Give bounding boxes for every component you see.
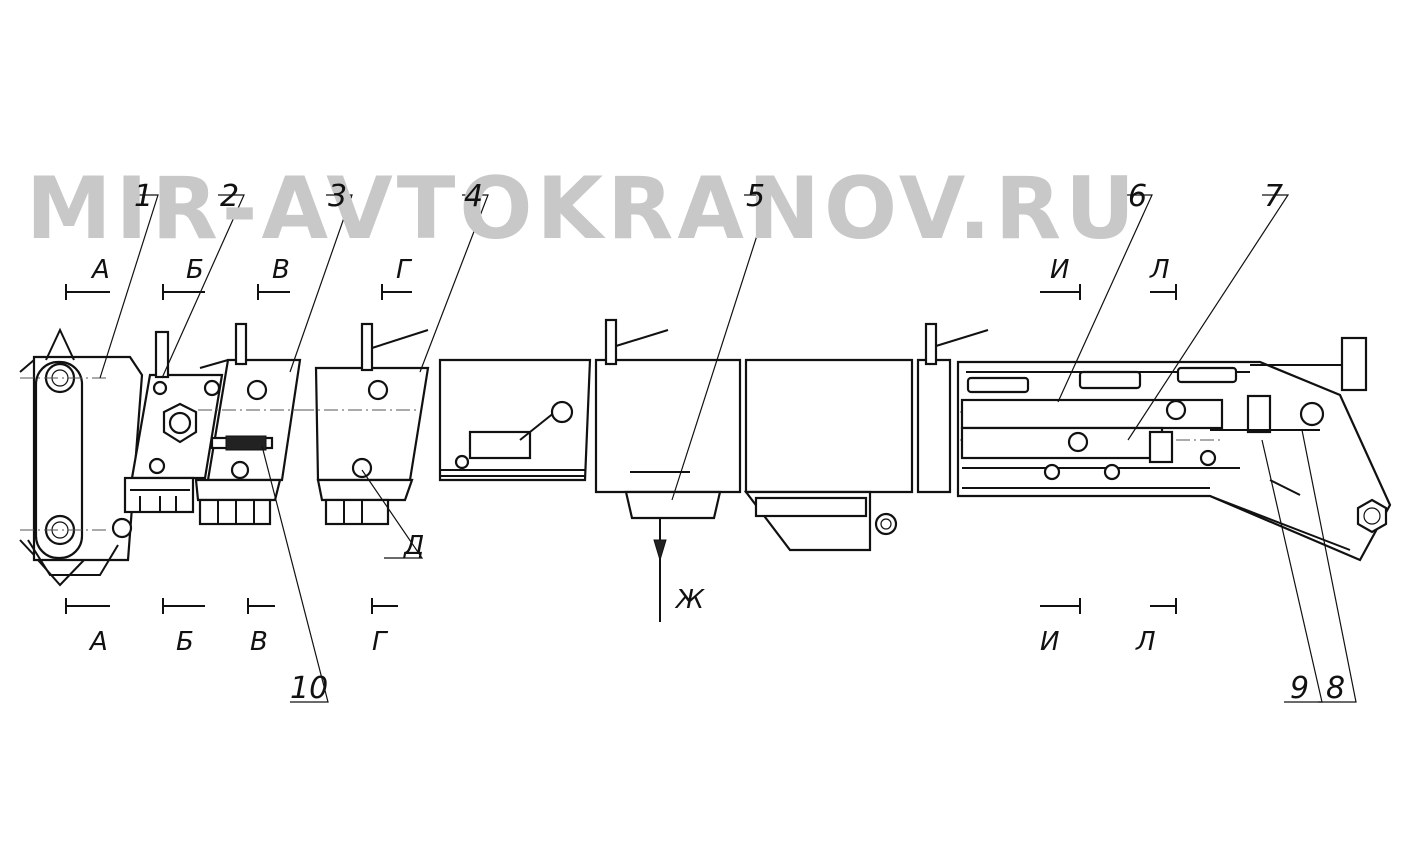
- callout-5: 5: [746, 179, 765, 214]
- section-top-i: И: [1050, 255, 1069, 285]
- boom-section-4: [300, 322, 430, 526]
- boom-section-2: [123, 330, 224, 514]
- section-bottom-a: А: [88, 627, 108, 657]
- section-top-b: Б: [186, 255, 204, 285]
- section-top-l: Л: [1149, 255, 1170, 285]
- section-bottom-l: Л: [1135, 627, 1156, 657]
- section-letters-top: А Б В Г И Л: [90, 255, 1170, 285]
- section-bottom-v: В: [250, 627, 268, 657]
- boom-head: [19, 327, 144, 587]
- callout-numbers: 1 2 3 4 5 6 7 8 9 10: [134, 179, 1345, 706]
- boom-outer-tube: [438, 318, 989, 622]
- boom-section-3: [194, 322, 330, 526]
- view-label-zh: Ж: [674, 585, 705, 615]
- section-bottom-b: Б: [176, 627, 194, 657]
- section-bottom-i: И: [1040, 627, 1059, 657]
- boom-drawing: [19, 194, 1392, 703]
- callout-6: 6: [1128, 179, 1147, 214]
- callout-4: 4: [464, 179, 483, 214]
- callout-3: 3: [328, 179, 347, 214]
- callout-8: 8: [1326, 671, 1345, 706]
- section-bottom-g: Г: [372, 627, 389, 657]
- boom-base: [956, 336, 1392, 562]
- watermark-text: MIR-AVTOKRANOV.RU: [26, 159, 1139, 259]
- section-letters-bottom: А Б В Г И Л: [88, 627, 1156, 657]
- section-top-v: В: [272, 255, 290, 285]
- section-markers-top: [65, 284, 1177, 300]
- callout-10: 10: [290, 671, 328, 706]
- leader-lines: [99, 194, 1357, 703]
- section-top-g: Г: [396, 255, 413, 285]
- callout-1: 1: [134, 179, 153, 214]
- callout-7: 7: [1264, 179, 1283, 214]
- callout-9: 9: [1290, 671, 1309, 706]
- view-label-d: Д: [403, 531, 424, 561]
- callout-2: 2: [220, 179, 239, 214]
- section-markers-bottom: [65, 598, 1177, 614]
- section-top-a: А: [90, 255, 110, 285]
